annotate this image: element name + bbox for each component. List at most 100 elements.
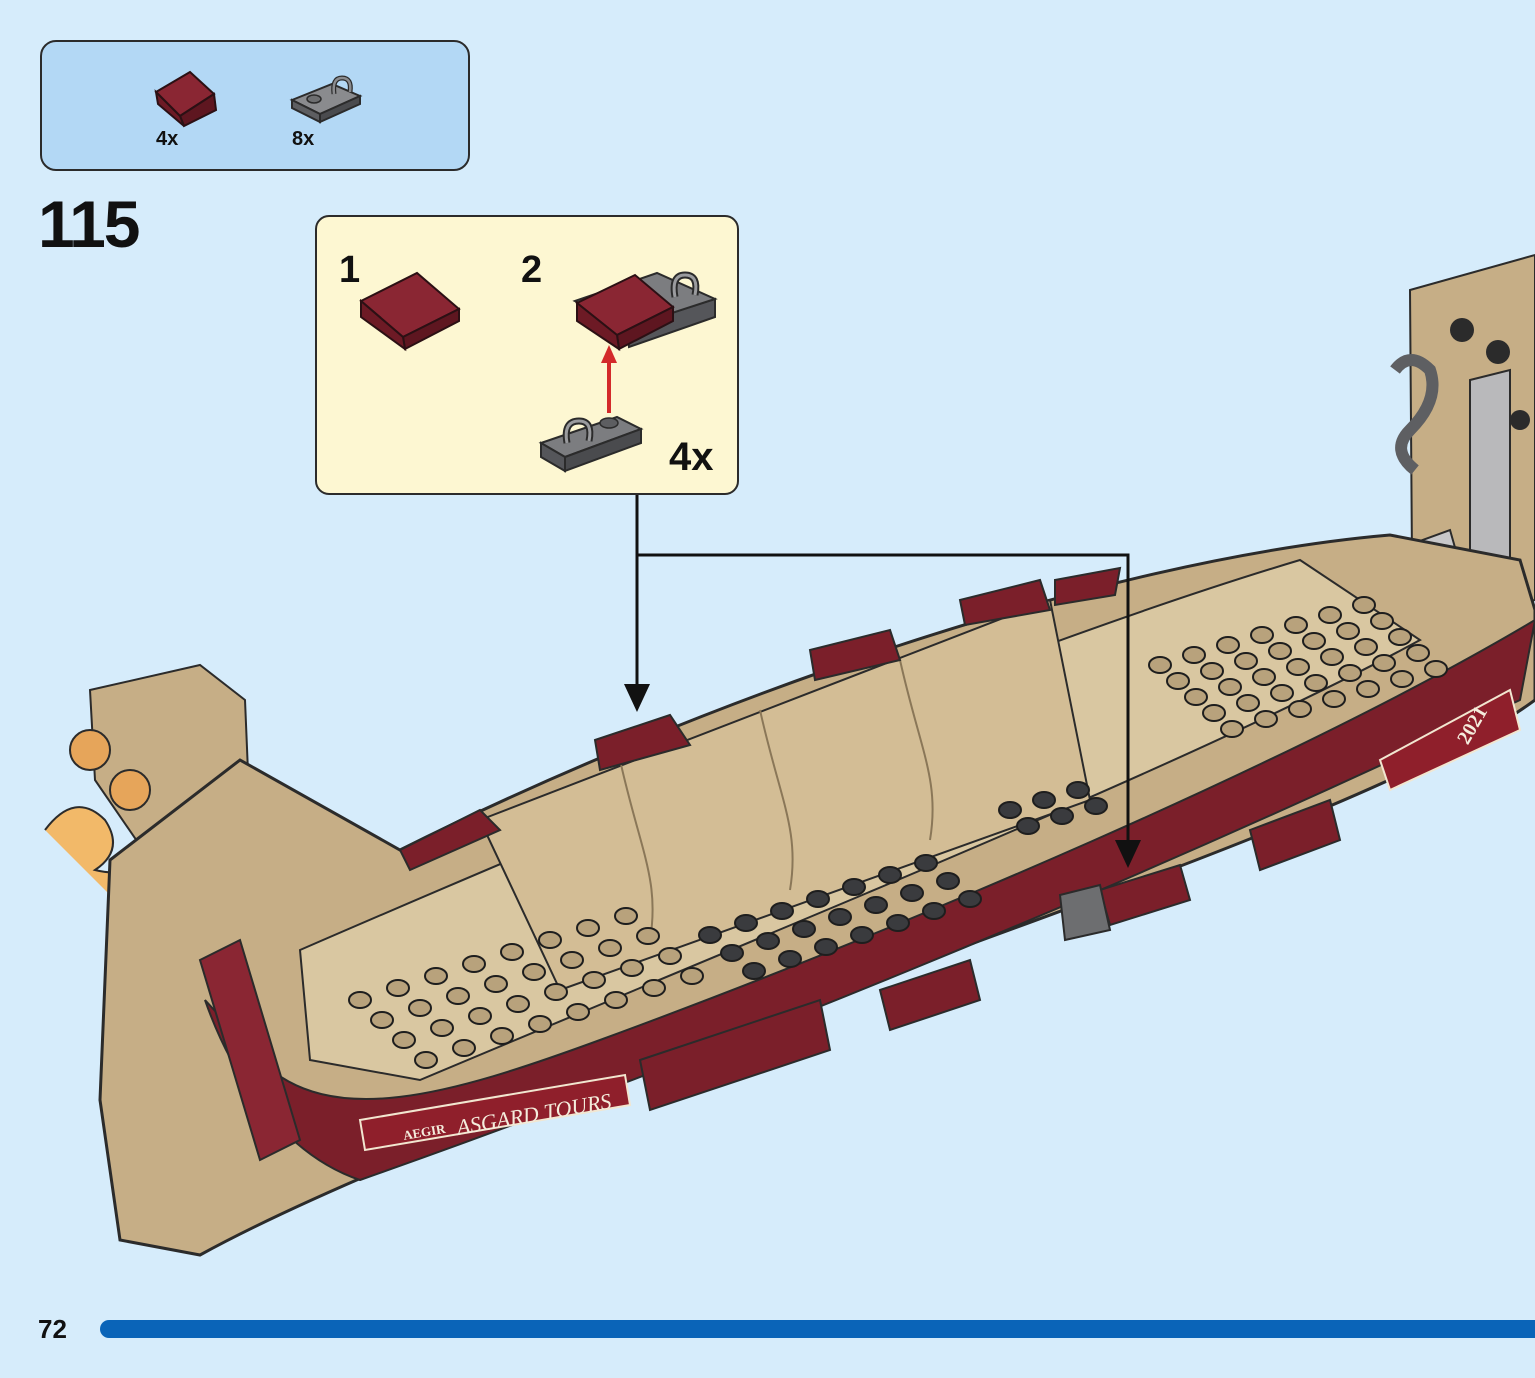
deck-stud	[1372, 654, 1396, 672]
deck-stud	[1200, 662, 1224, 680]
substep-box: 1 2	[315, 215, 739, 495]
deck-stud	[1202, 704, 1226, 722]
deck-stud	[914, 854, 938, 872]
deck-stud	[1148, 656, 1172, 674]
deck-stud	[430, 1019, 454, 1037]
deck-stud	[1216, 636, 1240, 654]
deck-stud	[446, 987, 470, 1005]
page-number: 72	[38, 1314, 67, 1344]
deck-stud	[1050, 807, 1074, 825]
deck-stud	[1254, 710, 1278, 728]
deck-stud	[770, 902, 794, 920]
deck-stud	[828, 908, 852, 926]
deck-stud	[468, 1007, 492, 1025]
deck-stud	[1354, 638, 1378, 656]
deck-stud	[1066, 781, 1090, 799]
deck-stud	[1388, 628, 1412, 646]
deck-stud	[1220, 720, 1244, 738]
part-slope-quantity: 4x	[156, 128, 179, 150]
deck-stud	[1250, 626, 1274, 644]
deck-stud	[386, 979, 410, 997]
deck-stud	[614, 907, 638, 925]
deck-stud	[424, 967, 448, 985]
deck-stud	[1370, 612, 1394, 630]
deck-stud	[1336, 622, 1360, 640]
red-assembly-arrow	[601, 345, 617, 413]
callout-lines	[624, 495, 1141, 868]
deck-stud	[604, 991, 628, 1009]
deck-stud	[720, 944, 744, 962]
deck-stud	[936, 872, 960, 890]
deck-stud	[1236, 694, 1260, 712]
deck-stud	[538, 931, 562, 949]
deck-stud	[506, 995, 530, 1013]
substep-1-label: 1	[339, 249, 361, 291]
deck-stud	[658, 947, 682, 965]
deck-stud	[576, 919, 600, 937]
part-clip-plate-quantity: 8x	[292, 128, 315, 150]
deck-stud	[500, 943, 524, 961]
deck-stud	[490, 1027, 514, 1045]
deck-stud	[566, 1003, 590, 1021]
deck-stud	[756, 932, 780, 950]
deck-stud	[900, 884, 924, 902]
deck-stud	[1286, 658, 1310, 676]
deck-stud	[1390, 670, 1414, 688]
deck-stud	[864, 896, 888, 914]
deck-stud	[560, 951, 584, 969]
substep-2-assembled-icon	[572, 271, 718, 352]
deck-stud	[922, 902, 946, 920]
sticker-brand-text: AEGIR	[402, 1121, 447, 1143]
deck-stud	[878, 866, 902, 884]
deck-stud	[958, 890, 982, 908]
deck-stud	[1252, 668, 1276, 686]
deck-stud	[680, 967, 704, 985]
deck-stud	[842, 878, 866, 896]
deck-stud	[1322, 690, 1346, 708]
deck-stud	[1234, 652, 1258, 670]
deck-stud	[408, 999, 432, 1017]
deck-stud	[1338, 664, 1362, 682]
deck-stud	[998, 801, 1022, 819]
deck-stud	[1084, 797, 1108, 815]
deck-stud	[1304, 674, 1328, 692]
deck-stud	[414, 1051, 438, 1069]
deck-stud	[544, 983, 568, 1001]
parts-list-box: 4x 8x	[40, 40, 470, 171]
deck-stud	[1302, 632, 1326, 650]
deck-stud	[806, 890, 830, 908]
deck-stud	[1032, 791, 1056, 809]
deck-stud	[392, 1031, 416, 1049]
substep-2-label: 2	[521, 249, 543, 291]
deck-stud	[792, 920, 816, 938]
substep-multiplier: 4x	[669, 435, 714, 479]
deck-stud	[742, 962, 766, 980]
deck-stud	[698, 926, 722, 944]
dark-red-slope-icon	[154, 70, 218, 128]
deck-stud	[1424, 660, 1448, 678]
deck-stud	[1166, 672, 1190, 690]
deck-stud	[1356, 680, 1380, 698]
gray-clip-plate-icon	[289, 75, 363, 124]
deck-stud	[886, 914, 910, 932]
part-slope: 4x	[150, 64, 230, 154]
deck-stud	[850, 926, 874, 944]
deck-stud	[370, 1011, 394, 1029]
deck-stud	[1184, 688, 1208, 706]
deck-stud	[1284, 616, 1308, 634]
deck-stud	[1288, 700, 1312, 718]
deck-stud	[1182, 646, 1206, 664]
deck-stud	[1218, 678, 1242, 696]
substep-2-clip-plate-icon	[538, 415, 644, 473]
deck-stud	[598, 939, 622, 957]
deck-stud	[1320, 648, 1344, 666]
step-number: 115	[38, 187, 140, 261]
deck-studs	[348, 596, 1448, 1069]
deck-stud	[778, 950, 802, 968]
deck-stud	[620, 959, 644, 977]
deck-stud	[814, 938, 838, 956]
deck-stud	[1270, 684, 1294, 702]
deck-stud	[642, 979, 666, 997]
deck-stud	[1318, 606, 1342, 624]
